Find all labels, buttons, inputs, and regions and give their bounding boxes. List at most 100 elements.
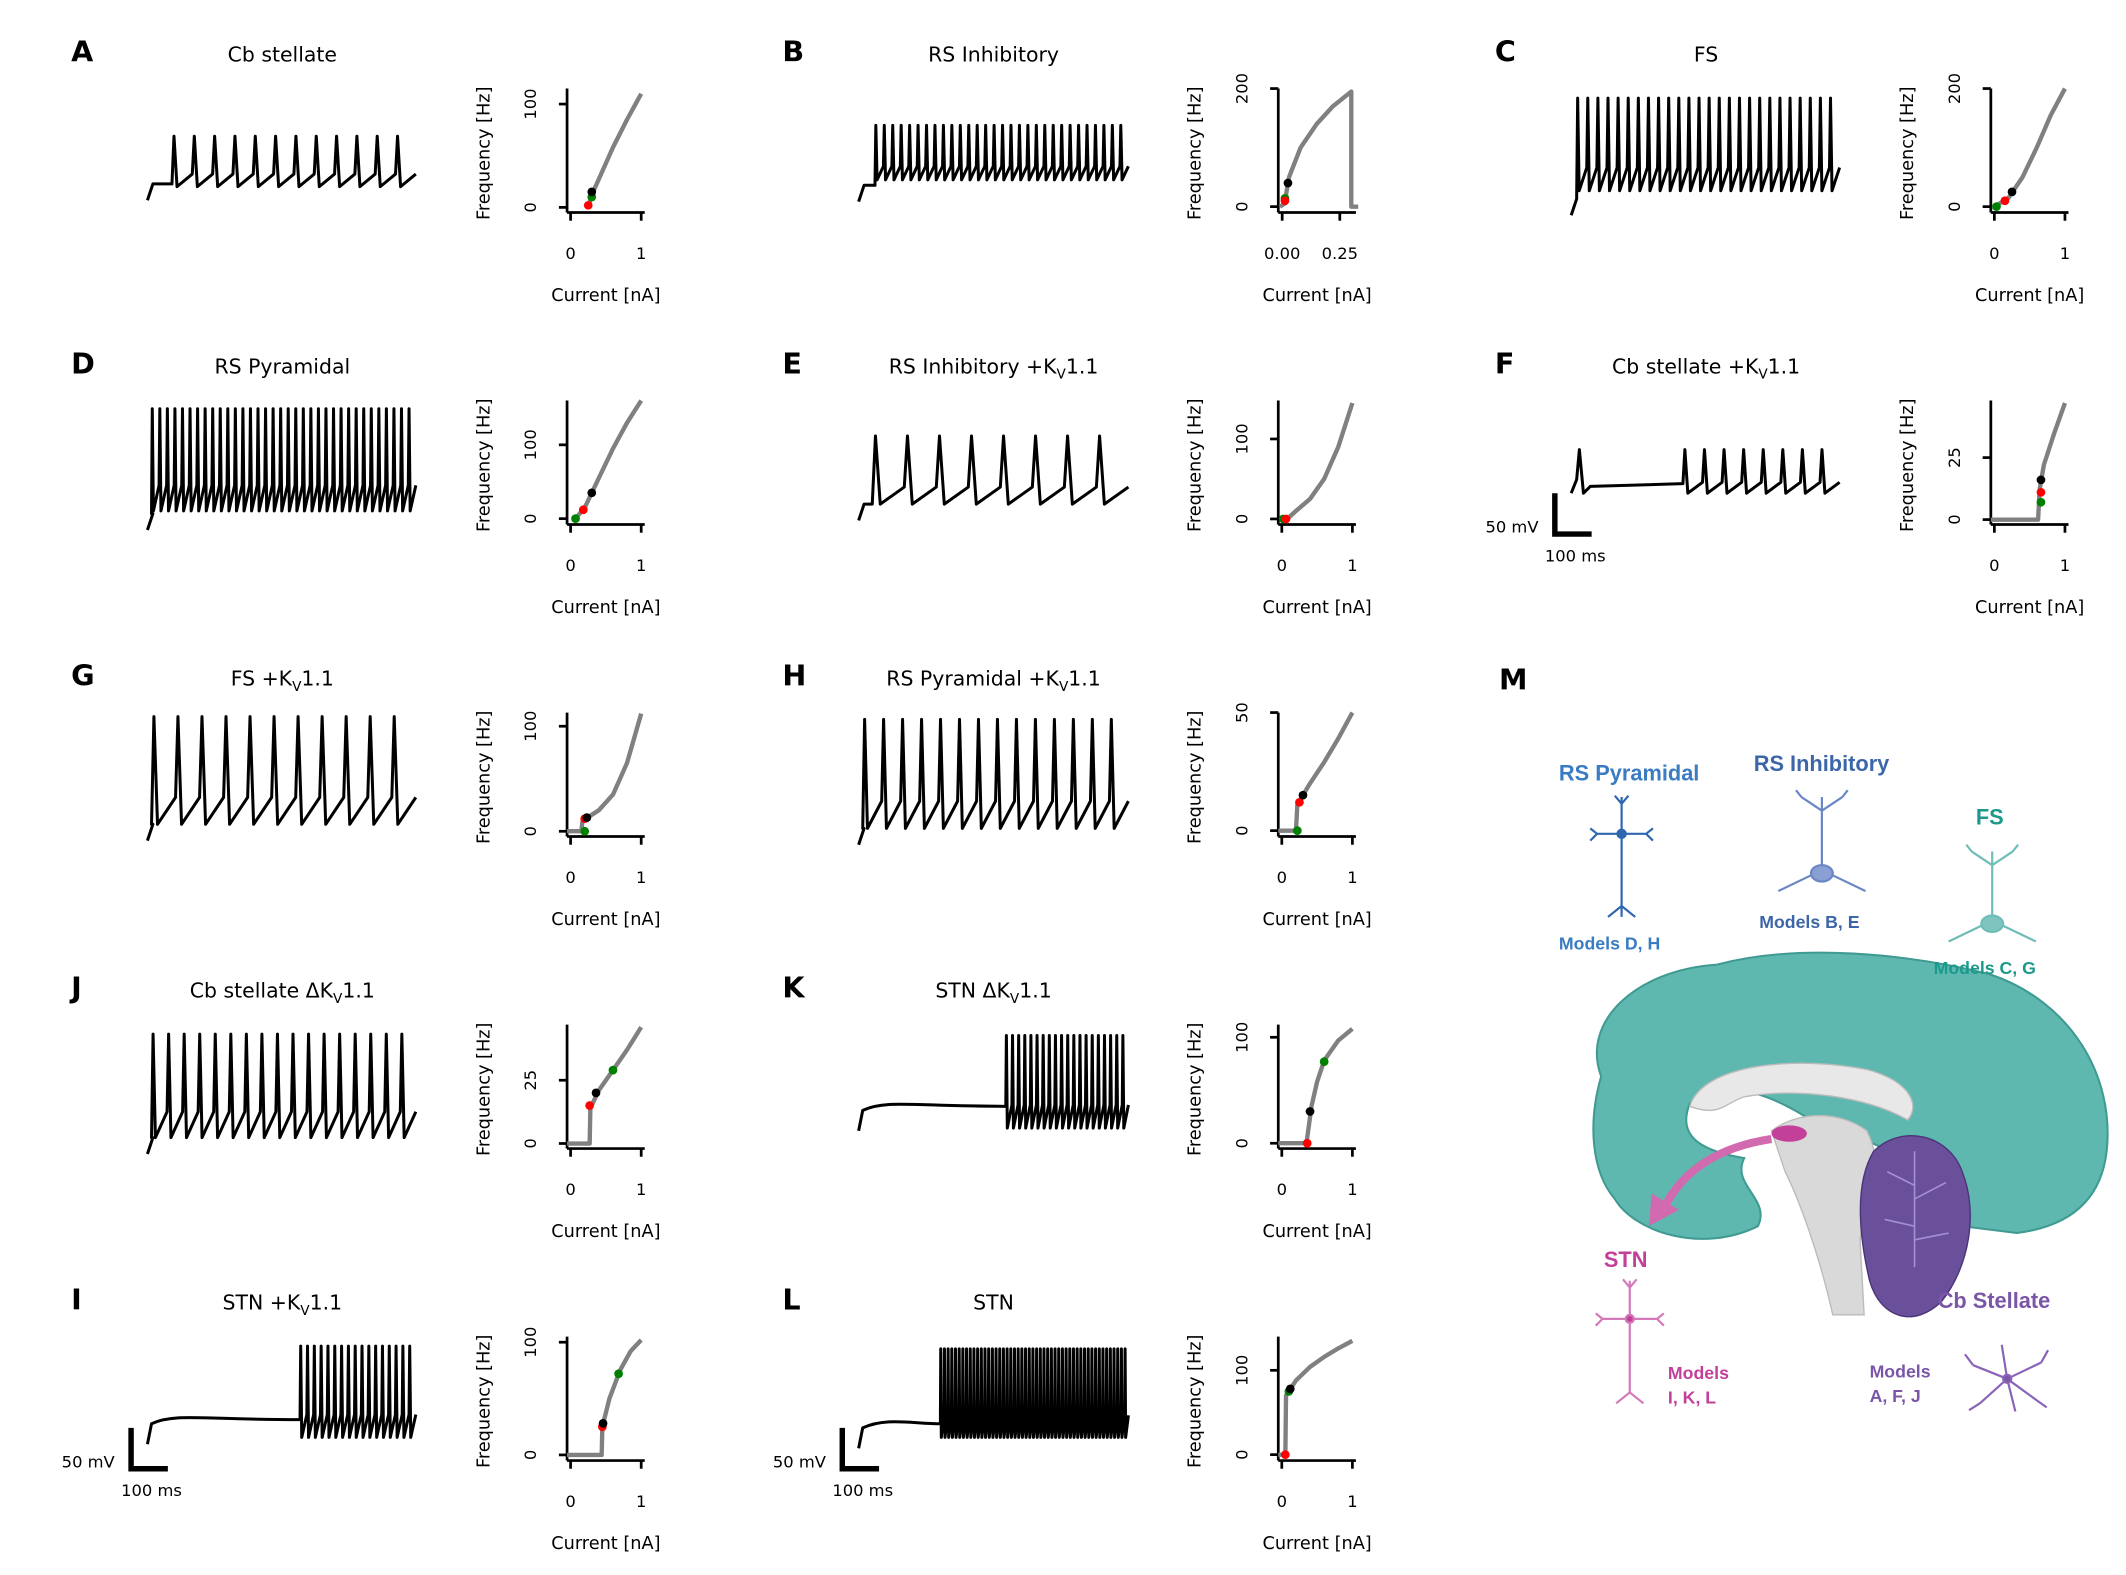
y-tick-label: 0 — [521, 1138, 540, 1148]
fi-curve-line — [1278, 89, 1359, 209]
corpus-callosum — [1688, 1062, 1914, 1121]
x-tick-label: 0.25 — [1322, 244, 1358, 263]
scale-bar-voltage-label: 50 mV — [62, 1452, 116, 1471]
cerebellum-folia — [1884, 1151, 1949, 1268]
marker-red — [1295, 797, 1304, 807]
panel-title: RS Pyramidal — [214, 354, 350, 378]
y-tick-label: 100 — [521, 1327, 540, 1358]
y-tick-label: 100 — [521, 711, 540, 742]
y-tick-label: 0 — [1232, 1449, 1251, 1459]
label-cb-models-2: A, F, J — [1870, 1386, 1921, 1406]
x-tick-label: 0 — [1989, 244, 1999, 263]
marker-green — [1292, 826, 1302, 836]
x-tick-label: 1 — [2060, 244, 2070, 263]
marker-black — [1283, 178, 1293, 188]
rs-pyramidal-neuron-icon — [1589, 794, 1654, 918]
panel-letter: C — [1495, 34, 1516, 68]
panel-letter: E — [782, 346, 802, 380]
scale-bar-time-label: 100 ms — [1545, 546, 1606, 565]
marker-black — [2007, 187, 2017, 197]
label-stn-models-2: I, K, L — [1668, 1387, 1716, 1407]
panel-letter: G — [71, 658, 94, 692]
title-text: STN +K — [223, 1290, 301, 1314]
y-axis-label: Frequency [Hz] — [1186, 399, 1206, 533]
panel-letter-m: M — [1499, 662, 1527, 696]
scale-bar — [128, 1427, 168, 1472]
voltage-trace — [857, 1033, 1130, 1132]
panel-letter: B — [782, 34, 804, 68]
label-cb-models-1: Models — [1870, 1361, 1931, 1381]
y-axis-label: Frequency [Hz] — [474, 1335, 494, 1469]
x-axis-label: Current [nA] — [1262, 598, 1371, 618]
x-axis-label: Current [nA] — [1262, 1222, 1371, 1242]
fi-curve-line — [567, 1026, 644, 1146]
title-text: STN — [973, 1290, 1014, 1314]
x-tick-label: 1 — [636, 244, 646, 263]
y-tick-label: 100 — [521, 429, 540, 460]
x-axis-label: Current [nA] — [551, 1534, 660, 1554]
scale-bar-time-label: 100 ms — [832, 1481, 893, 1500]
x-tick-label: 1 — [1347, 1492, 1357, 1511]
panel-letter: J — [69, 970, 82, 1004]
scale-bar-voltage-label: 50 mV — [1485, 518, 1539, 537]
marker-green — [614, 1369, 623, 1379]
marker-green — [1319, 1057, 1329, 1067]
panel-letter: H — [782, 658, 806, 692]
y-axis-label: Frequency [Hz] — [474, 87, 494, 220]
voltage-trace — [1569, 448, 1841, 495]
title-suffix: 1.1 — [310, 1290, 342, 1314]
marker-green — [580, 826, 590, 836]
marker-red — [578, 505, 588, 515]
panel-title: Cb stellate +KV1.1 — [1612, 354, 1800, 382]
title-text: STN ΔK — [935, 978, 1010, 1002]
fi-curve-line — [1278, 1027, 1354, 1146]
title-text: Cb stellate ΔK — [190, 978, 334, 1002]
panel-letter: K — [782, 970, 806, 1004]
y-tick-label: 0 — [521, 1450, 540, 1460]
title-suffix: 1.1 — [1768, 354, 1800, 378]
rs-inhibitory-neuron-icon — [1777, 789, 1866, 893]
panel-letter: I — [71, 1282, 82, 1316]
panel-title: RS Inhibitory +KV1.1 — [889, 354, 1099, 382]
x-tick-label: 0.00 — [1264, 244, 1300, 263]
y-tick-label: 0 — [1232, 201, 1251, 211]
voltage-trace — [146, 1032, 418, 1155]
fi-curve-line — [1280, 402, 1355, 522]
x-tick-label: 1 — [1347, 868, 1357, 887]
fi-curve-line — [1278, 1338, 1354, 1457]
x-tick-label: 1 — [1347, 556, 1357, 575]
panel-title: FS — [1694, 42, 1718, 66]
panel-title: STN ΔKV1.1 — [935, 978, 1051, 1006]
panel-title: RS Inhibitory — [928, 42, 1059, 66]
y-tick-label: 0 — [521, 202, 540, 212]
title-subscript: V — [333, 991, 343, 1007]
title-suffix: 1.1 — [1066, 354, 1098, 378]
y-tick-label: 100 — [1232, 423, 1251, 454]
voltage-trace — [857, 1347, 1130, 1449]
voltage-trace — [1569, 96, 1842, 216]
stn-neuron-icon — [1594, 1278, 1665, 1405]
y-tick-label: 100 — [1232, 1355, 1251, 1386]
x-tick-label: 0 — [565, 1492, 575, 1511]
y-tick-label: 0 — [521, 513, 540, 523]
marker-red — [1281, 514, 1291, 524]
title-suffix: 1.1 — [342, 978, 374, 1002]
title-subscript: V — [300, 1303, 310, 1319]
panel-title: Cb stellate ΔKV1.1 — [190, 978, 375, 1006]
y-tick-label: 100 — [1232, 1022, 1251, 1053]
y-axis-label: Frequency [Hz] — [1898, 399, 1918, 533]
marker-red — [2000, 196, 2010, 206]
voltage-trace — [146, 407, 418, 531]
y-axis-label: Frequency [Hz] — [1186, 1335, 1206, 1469]
